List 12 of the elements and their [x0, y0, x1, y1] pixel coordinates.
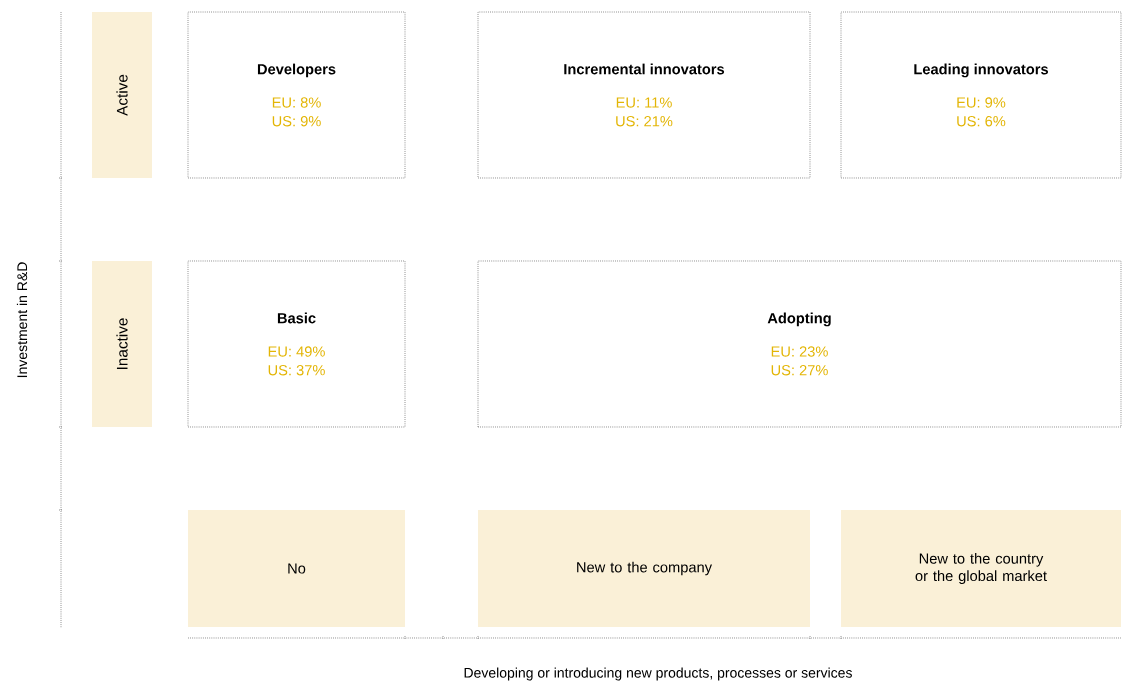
column-label-band: New to the country or the global market — [841, 510, 1121, 627]
category-box: Adopting EU: 23% US: 27% — [477, 260, 1122, 428]
axis-label: Investment in R&D — [16, 262, 28, 378]
category-box: Incremental innovators EU: 11% US: 21% — [477, 11, 811, 179]
row-label-band: Active — [92, 12, 152, 178]
column-label-band: New to the company — [478, 510, 810, 627]
category-box: Developers EU: 8% US: 9% — [187, 11, 406, 179]
category-box: Leading innovators EU: 9% US: 6% — [840, 11, 1122, 179]
column-label-band: No — [188, 510, 405, 627]
row-label-band: Inactive — [92, 261, 152, 427]
category-box: Basic EU: 49% US: 37% — [187, 260, 406, 428]
axis-label: Developing or introducing new products, processes or services — [464, 667, 852, 681]
